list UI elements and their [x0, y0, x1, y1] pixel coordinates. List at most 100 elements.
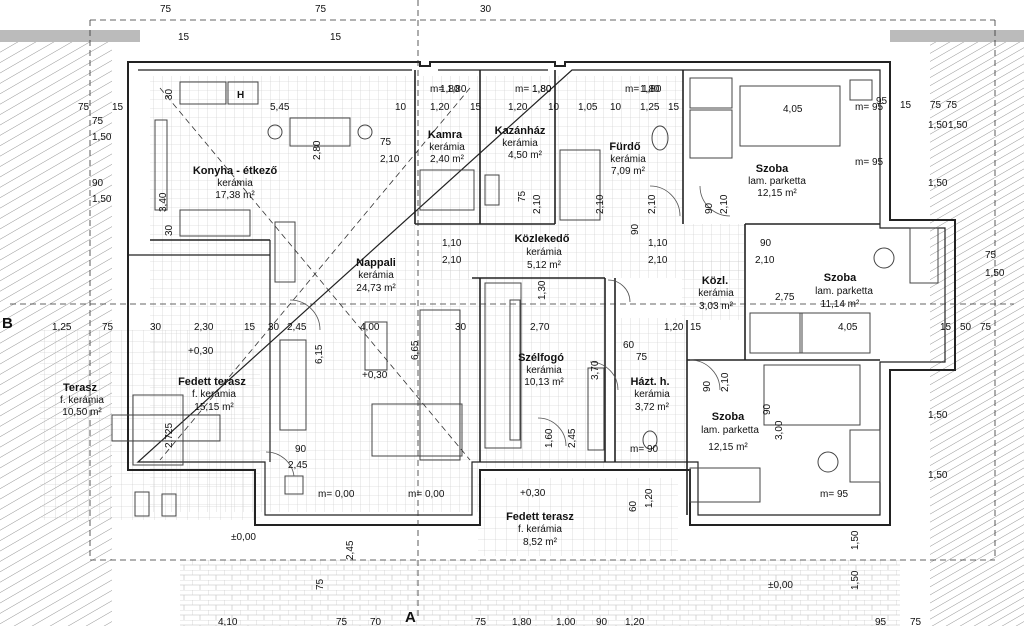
dimension-label: 1,50: [92, 194, 112, 205]
dimension-label: 90: [760, 238, 772, 249]
dimension-label: 2,45: [288, 460, 308, 471]
level-label: m= 95: [820, 489, 849, 500]
room-area: 8,52 m²: [523, 537, 558, 548]
room-area: 12,15 m²: [708, 442, 748, 453]
dimension-label: 2,80: [312, 140, 323, 160]
room-fedett-terasz-2: Fedett terasz f. kerámia 8,52 m²: [506, 511, 574, 548]
section-mark-b: B: [2, 315, 13, 332]
dimension-label: 30: [268, 322, 280, 333]
room-konyha: Konyha - étkező kerámia 17,38 m²: [193, 165, 278, 201]
dimension-label: 4,05: [838, 322, 858, 333]
room-floor: lam. parketta: [815, 286, 873, 297]
dimension-label: 1,00: [556, 617, 576, 626]
dimension-label: 1,50: [985, 268, 1005, 279]
room-name: Kazánház: [495, 125, 546, 137]
interior-walls: [150, 70, 880, 515]
room-kozlekedo: Közlekedő kerámia 5,12 m²: [514, 233, 569, 271]
dimension-label: 75: [946, 100, 958, 111]
dimension-label: 2,45: [287, 322, 307, 333]
dimension-label: 30: [480, 4, 492, 15]
dimension-label: 50: [960, 322, 972, 333]
dimension-label: 75: [985, 250, 997, 261]
dimension-label: 1,80: [532, 84, 552, 95]
section-marks: B A: [2, 315, 416, 626]
dimension-label: 1,50: [928, 470, 948, 481]
dimension-label: 90: [630, 223, 641, 235]
dimension-label: 1,20: [664, 322, 684, 333]
dimension-label: 1,20: [644, 488, 655, 508]
dimension-label: 75: [160, 4, 172, 15]
room-area: 12,15 m²: [757, 188, 797, 199]
dimension-label: 1,50: [948, 120, 968, 131]
room-kazanhaz: Kazánház kerámia 4,50 m²: [495, 125, 546, 161]
dimension-label: 75: [78, 102, 90, 113]
dimension-label: 2,10: [648, 255, 668, 266]
level-label: ±0,00: [768, 580, 793, 591]
room-floor: f. kerámia: [192, 389, 236, 400]
door-swings: [265, 185, 731, 477]
room-floor: kerámia: [526, 247, 562, 258]
dimension-label: 90: [596, 617, 608, 626]
dimension-label: 75: [336, 617, 348, 626]
room-labels: Konyha - étkező kerámia 17,38 m² Kamra k…: [60, 125, 873, 548]
dimension-label: 10: [395, 102, 407, 113]
dimension-label: 4,05: [783, 104, 803, 115]
dimension-label: 15: [668, 102, 680, 113]
room-name: Szoba: [712, 411, 745, 423]
room-area: 10,50 m²: [62, 407, 102, 418]
room-area: 3,03 m²: [699, 301, 734, 312]
dimension-label: 1,80: [512, 617, 532, 626]
dimension-label: 1,80: [440, 84, 460, 95]
level-label: +0,30: [362, 370, 388, 381]
room-area: 7,09 m²: [611, 166, 646, 177]
dimension-label: 90: [295, 444, 307, 455]
dimension-label: 30: [164, 88, 175, 100]
dimension-label: 6,15: [314, 344, 325, 364]
dimension-label: 30: [150, 322, 162, 333]
dimension-label: 75: [102, 322, 114, 333]
room-kozl: Közl. kerámia 3,03 m²: [698, 275, 734, 312]
dimension-label: 2,70: [530, 322, 550, 333]
section-mark-a: A: [405, 609, 416, 626]
dimension-label: 95: [876, 96, 888, 107]
room-hazt: Házt. h. kerámia 3,72 m²: [630, 376, 670, 413]
dimension-label: 15: [178, 32, 190, 43]
dimension-label: 1,50: [928, 120, 948, 131]
dimension-label: 10: [610, 102, 622, 113]
dimension-label: 1,50: [850, 530, 861, 550]
dimension-label: 1,20: [625, 617, 645, 626]
level-label: m= 1,80: [625, 84, 662, 95]
dimension-label: 1,25: [52, 322, 72, 333]
dimension-label: 1,25: [640, 102, 660, 113]
dimension-label: 2,10: [719, 194, 730, 214]
room-szoba-3: Szoba lam. parketta 12,15 m²: [701, 411, 759, 453]
dimension-label: 2,725: [164, 423, 175, 448]
dimension-label: 2,75: [775, 292, 795, 303]
room-area: 17,38 m²: [215, 190, 255, 201]
dimension-label: 10: [548, 102, 560, 113]
room-area: 4,50 m²: [508, 150, 543, 161]
dimension-label: 2,10: [532, 194, 543, 214]
dimension-label: 1,80: [640, 84, 660, 95]
dimension-label: 75: [910, 617, 922, 626]
dimension-label: 2,10: [647, 194, 658, 214]
dimension-label: 4,10: [218, 617, 238, 626]
room-area: 3,72 m²: [635, 402, 670, 413]
dimension-label: 1,50: [850, 570, 861, 590]
room-floor: kerámia: [698, 288, 734, 299]
dimension-label: 2,10: [380, 154, 400, 165]
level-label: m= 95: [855, 157, 884, 168]
dimension-label: 2,10: [595, 194, 606, 214]
dimension-label: 1,30: [537, 280, 548, 300]
dimension-label: 2,45: [567, 428, 578, 448]
room-name: Szoba: [756, 163, 789, 175]
room-floor: kerámia: [358, 270, 394, 281]
dimension-label: 1,50: [928, 178, 948, 189]
dimension-label: 15: [244, 322, 256, 333]
level-label: m= 1,80: [515, 84, 552, 95]
dimension-label: 6,65: [410, 340, 421, 360]
room-terasz: Terasz f. kerámia 10,50 m²: [60, 382, 104, 418]
level-label: +0,30: [188, 346, 214, 357]
level-label: m= 0,00: [318, 489, 355, 500]
dimension-label: 95: [875, 617, 887, 626]
